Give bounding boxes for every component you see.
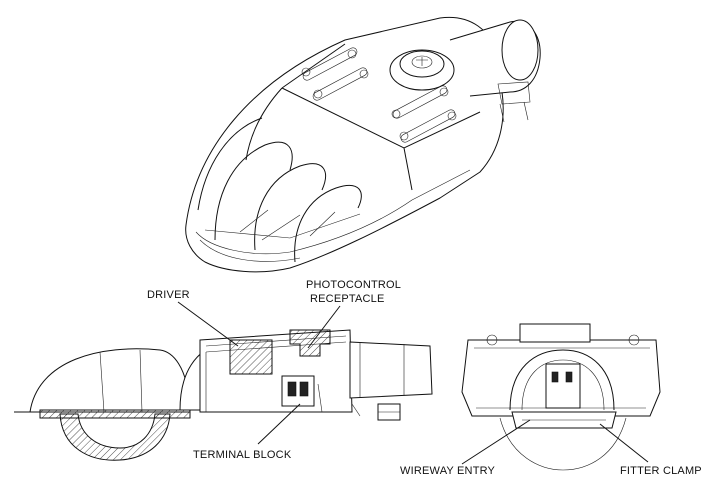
fin-base <box>204 213 361 239</box>
lower-rim <box>195 169 471 255</box>
front-center-block <box>545 363 581 409</box>
reflector-fin <box>254 163 326 251</box>
label-photocontrol-line2: RECEPTACLE <box>310 293 385 305</box>
photocontrol-receptacle-iso <box>389 49 455 91</box>
terminal-block-leader <box>257 403 301 445</box>
mounting-slots <box>301 47 457 143</box>
fitter-tube-iso <box>449 19 541 123</box>
lens-dome <box>29 348 191 413</box>
fitter-clamp-leader <box>599 423 649 463</box>
label-wireway-entry: WIREWAY ENTRY <box>400 465 496 477</box>
lens-dome-rib <box>99 349 143 413</box>
fitter-section <box>349 341 433 421</box>
reflector-fin <box>214 141 293 241</box>
housing-edge <box>281 43 346 89</box>
fin-braces <box>239 209 336 241</box>
housing-outline <box>185 16 504 273</box>
base-plate <box>39 409 191 419</box>
label-fitter-clamp: FITTER CLAMP <box>620 465 702 477</box>
driver-leader <box>177 301 239 347</box>
isometric-luminaire-view <box>185 16 541 273</box>
inner-arch <box>509 349 615 411</box>
label-driver: DRIVER <box>147 289 190 301</box>
side-section-view <box>14 329 433 461</box>
photocontrol-leader <box>307 305 341 349</box>
label-terminal-block: TERMINAL BLOCK <box>193 449 292 461</box>
inner-arch <box>521 359 605 411</box>
reflector-fin <box>294 185 362 263</box>
leader-lines <box>177 301 649 465</box>
front-top-cap <box>519 323 591 343</box>
front-dome <box>499 417 627 471</box>
photocontrol-receptacle-section <box>289 329 331 357</box>
lower-refractor <box>59 413 171 461</box>
reflector-fin <box>197 117 263 211</box>
wireway-entry-leader <box>461 419 531 465</box>
housing-edge <box>403 147 413 191</box>
label-photocontrol-line1: PHOTOCONTROL <box>306 279 401 291</box>
housing-edge <box>245 87 283 161</box>
lower-rim <box>199 239 301 262</box>
front-view <box>461 323 661 471</box>
